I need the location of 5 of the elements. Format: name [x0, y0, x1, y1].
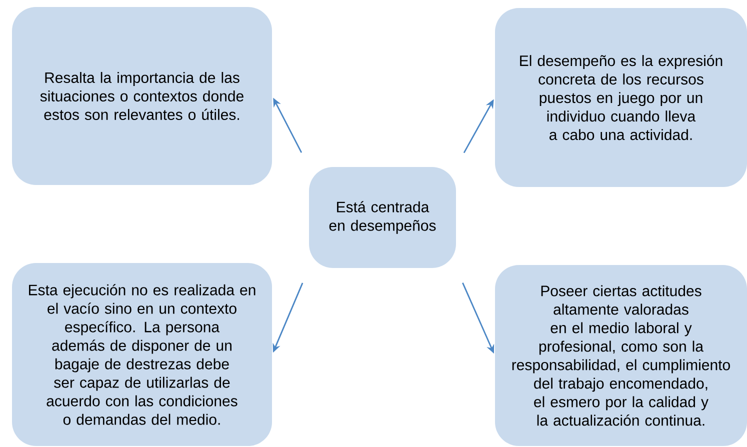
text-box: Esta ejecución no es realizada en el vacío sino en un contexto específico. La persona además de disponer de un bagaje de destrezas debe ser capaz de utilizarlas de acuerdo con las condiciones o demandas del medio.: [12, 263, 272, 446]
text-box: Poseer ciertas actitudes altamente valoradas en el medio laboral y profesional, como son la responsabilidad, el cumplimiento del trabajo encomendado, el esmero por la calidad y la actualización continua.: [495, 265, 747, 446]
text-box: Está centrada en desempeños: [309, 167, 456, 268]
text-box: El desempeño es la expresión concreta de los recursos puestos en juego por un individuo cuando lleva a cabo una actividad.: [495, 8, 747, 187]
text-box: Resalta la importancia de las situaciones o contextos donde estos son relevantes o útiles.: [12, 7, 272, 185]
